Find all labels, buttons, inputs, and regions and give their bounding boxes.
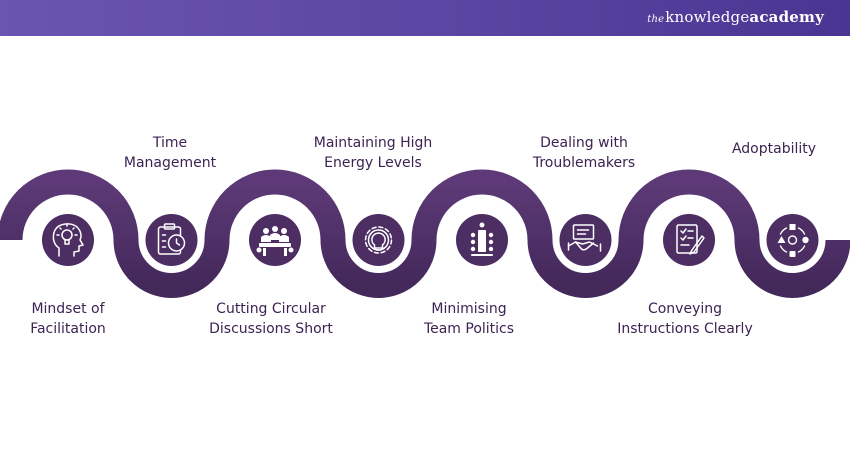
step-2-line2: Management [123,154,217,171]
step-label-mindset: Mindset of Facilitation [0,300,153,339]
gear-bulb-icon [352,214,405,266]
handshake-icon [559,214,612,266]
brand-prefix: the [647,14,665,25]
step-label-energy-levels: Maintaining High Energy Levels [288,134,458,173]
step-label-cutting-discussions: Cutting Circular Discussions Short [186,300,356,339]
step-label-instructions: Conveying Instructions Clearly [600,300,770,339]
step-2-line1: Time [152,135,188,151]
step-3-line2: Discussions Short [209,320,333,337]
step-4-line1: Maintaining High [313,135,433,151]
step-label-team-politics: Minimising Team Politics [384,300,554,339]
step-5-line2: Team Politics [423,320,515,337]
conference-table-icon [456,214,508,266]
clipboard-clock-icon [145,214,198,266]
step-1-line2: Facilitation [30,320,106,337]
meeting-table-icon [249,214,301,266]
checklist-pen-icon [663,214,715,266]
step-6-line1: Dealing with [540,135,628,151]
brand-logo: theknowledgeacademy [647,8,824,26]
step-label-adoptability: Adoptability [689,140,850,160]
step-7-line1: Conveying [647,301,723,317]
step-6-line2: Troublemakers [532,154,636,171]
step-1-line1: Mindset of [31,301,105,317]
step-5-line1: Minimising [431,301,507,317]
step-3-line1: Cutting Circular [216,301,326,317]
wave-path [0,169,850,298]
brand-word-2: academy [749,8,824,26]
step-label-troublemakers: Dealing with Troublemakers [499,134,669,173]
step-4-line2: Energy Levels [324,154,422,171]
brand-word-1: knowledge [665,8,750,26]
step-8-line1: Adoptability [731,141,817,157]
cycle-shapes-icon [766,214,819,266]
header-bar: theknowledgeacademy [0,0,850,36]
lightbulb-head-icon [42,214,94,266]
step-7-line2: Instructions Clearly [617,320,753,337]
step-label-time-management: Time Management [85,134,255,173]
